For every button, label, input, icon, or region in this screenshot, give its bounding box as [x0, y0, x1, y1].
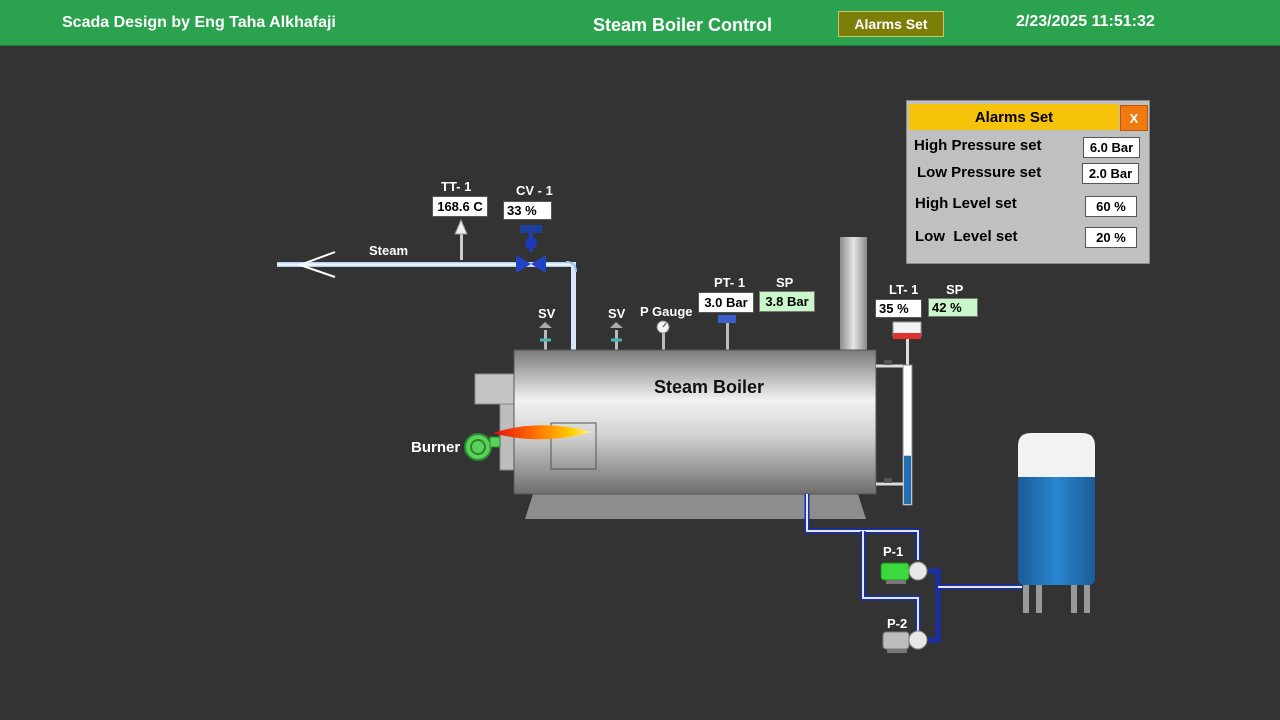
pump-p1-icon[interactable]	[880, 561, 928, 584]
alarms-set-panel: Alarms Set X High Pressure set 6.0 Bar L…	[906, 100, 1150, 264]
alarm-row-label: High Level set	[915, 195, 1017, 212]
feedwater-tank	[1018, 433, 1095, 613]
lt1-sp-tag: SP	[946, 282, 964, 297]
pt1-sp-tag: SP	[776, 275, 794, 290]
pt1-tag: PT- 1	[714, 275, 746, 290]
sv1-label: SV	[538, 306, 556, 321]
datetime-display: 2/23/2025 11:51:32	[1016, 13, 1155, 30]
high-pressure-set-input[interactable]: 6.0 Bar	[1083, 137, 1140, 158]
alarm-row-label: High Pressure set	[914, 137, 1042, 154]
high-level-set-input[interactable]: 60 %	[1085, 196, 1137, 217]
temperature-transmitter-icon	[454, 218, 468, 260]
low-level-set-input[interactable]: 20 %	[1085, 227, 1137, 248]
lt1-value: 35 %	[875, 299, 922, 318]
feedwater-piping	[804, 494, 1022, 643]
pressure-gauge-icon	[656, 320, 670, 350]
header-bar: Scada Design by Eng Taha Alkhafaji Steam…	[0, 0, 1280, 46]
steam-line	[277, 251, 577, 351]
process-diagram	[277, 218, 1095, 653]
level-transmitter-icon	[892, 321, 922, 365]
boiler-label: Steam Boiler	[654, 377, 765, 397]
alarms-panel-title: Alarms Set	[909, 104, 1119, 130]
lt1-tag: LT- 1	[889, 282, 919, 297]
pressure-transmitter-icon	[718, 315, 736, 350]
level-gauge-fill	[904, 455, 911, 504]
chimney-stack	[840, 237, 867, 350]
alarms-set-button[interactable]: Alarms Set	[838, 11, 944, 37]
designer-credit: Scada Design by Eng Taha Alkhafaji	[62, 14, 336, 31]
alarm-row-label: Low Pressure set	[917, 164, 1042, 181]
alarms-close-button[interactable]: X	[1120, 105, 1148, 131]
cv1-value[interactable]: 33 %	[503, 201, 552, 220]
pressure-gauge-label: P Gauge	[640, 304, 693, 319]
cv1-tag: CV - 1	[516, 183, 553, 198]
safety-valve-icon	[539, 322, 552, 350]
page-title: Steam Boiler Control	[593, 15, 773, 35]
pt1-setpoint-value[interactable]: 3.8 Bar	[759, 291, 815, 312]
safety-valve-icon	[610, 322, 623, 350]
sv2-label: SV	[608, 306, 626, 321]
alarm-row-label: Low Level set	[915, 228, 1018, 245]
steam-arrow-icon	[297, 251, 336, 278]
boiler-shell	[513, 349, 877, 495]
level-gauge-glass	[902, 364, 913, 506]
burner-label: Burner	[411, 439, 461, 456]
pump-p2-icon[interactable]	[882, 630, 928, 653]
tt1-tag: TT- 1	[441, 179, 472, 194]
burner-flame-icon	[493, 425, 592, 440]
boiler-base	[525, 494, 866, 519]
steam-line-label: Steam	[369, 243, 409, 258]
low-pressure-set-input[interactable]: 2.0 Bar	[1082, 163, 1139, 184]
control-valve-icon[interactable]	[516, 225, 546, 273]
lt1-setpoint-value[interactable]: 42 %	[928, 298, 978, 317]
pump-p1-label: P-1	[883, 544, 904, 559]
tt1-value: 168.6 C	[432, 196, 488, 217]
burner-fan-icon[interactable]	[464, 433, 501, 461]
pt1-value: 3.0 Bar	[698, 292, 754, 313]
pump-p2-label: P-2	[887, 616, 908, 631]
